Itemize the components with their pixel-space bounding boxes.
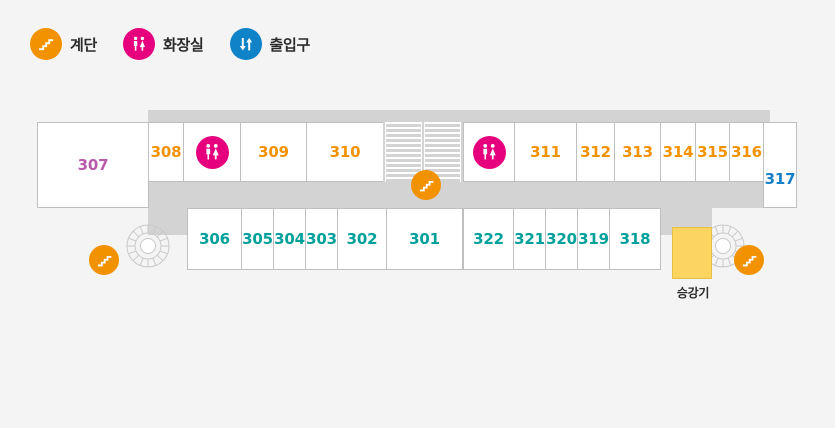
room-306[interactable]: 306	[187, 208, 242, 270]
legend-item-entrance: 출입구	[229, 28, 311, 60]
floor-map: 307 308 309 310	[0, 95, 835, 325]
restroom-east[interactable]	[463, 122, 515, 182]
restroom-icon	[123, 28, 156, 60]
elevator[interactable]	[672, 227, 712, 279]
room-321[interactable]: 321	[513, 208, 546, 270]
room-317[interactable]: 317	[763, 122, 797, 208]
stairs-icon	[30, 28, 62, 60]
room-302[interactable]: 302	[337, 208, 387, 270]
room-label: 316	[731, 142, 762, 161]
room-315[interactable]: 315	[695, 122, 730, 182]
room-313[interactable]: 313	[614, 122, 661, 182]
legend-item-stairs: 계단	[30, 28, 97, 60]
room-320[interactable]: 320	[545, 208, 578, 270]
room-label: 304	[274, 229, 305, 248]
room-label: 318	[619, 229, 651, 248]
room-310[interactable]: 310	[306, 122, 384, 182]
stairs-marker-center[interactable]	[411, 170, 441, 200]
room-label: 313	[622, 142, 653, 161]
room-318[interactable]: 318	[609, 208, 661, 270]
room-label: 303	[306, 229, 337, 248]
legend-label-entrance: 출입구	[269, 35, 311, 54]
room-305[interactable]: 305	[241, 208, 274, 270]
stair-flight-left	[385, 122, 422, 182]
room-label: 314	[662, 142, 694, 161]
room-304[interactable]: 304	[273, 208, 306, 270]
restroom-icon	[472, 135, 506, 169]
room-label: 311	[530, 142, 561, 161]
stairs-marker-west[interactable]	[89, 245, 119, 275]
room-308[interactable]: 308	[148, 122, 184, 182]
room-316[interactable]: 316	[729, 122, 764, 182]
legend-label-stairs: 계단	[70, 35, 98, 54]
corridor-west-stub	[148, 190, 188, 235]
room-label: 310	[329, 142, 361, 161]
entrance-icon	[229, 28, 262, 60]
room-303[interactable]: 303	[305, 208, 338, 270]
stairs-marker-east[interactable]	[734, 245, 764, 275]
room-label: 315	[697, 142, 728, 161]
room-314[interactable]: 314	[660, 122, 696, 182]
room-311[interactable]: 311	[514, 122, 577, 182]
room-322[interactable]: 322	[463, 208, 514, 270]
room-label: 322	[473, 229, 504, 248]
legend-label-restroom: 화장실	[163, 35, 204, 54]
room-319[interactable]: 319	[577, 208, 610, 270]
room-label: 306	[199, 229, 230, 248]
restroom-icon	[195, 135, 229, 169]
legend: 계단 화장실 출입구	[30, 26, 310, 62]
room-label: 319	[578, 229, 609, 248]
elevator-label: 승강기	[676, 286, 710, 300]
spiral-stair-west	[125, 223, 171, 273]
room-label: 305	[242, 229, 273, 248]
room-label: 312	[580, 142, 611, 161]
legend-item-restroom: 화장실	[123, 28, 204, 60]
restroom-west[interactable]	[183, 122, 241, 182]
room-label: 317	[764, 169, 796, 188]
room-label: 301	[409, 229, 440, 248]
room-label: 308	[150, 142, 182, 161]
room-312[interactable]: 312	[576, 122, 615, 182]
room-301[interactable]: 301	[386, 208, 463, 270]
room-307[interactable]: 307	[37, 122, 149, 208]
room-309[interactable]: 309	[240, 122, 307, 182]
room-label: 321	[514, 229, 545, 248]
room-label: 307	[77, 155, 109, 174]
room-label: 309	[258, 142, 289, 161]
room-label: 320	[546, 229, 577, 248]
room-label: 302	[346, 229, 378, 248]
